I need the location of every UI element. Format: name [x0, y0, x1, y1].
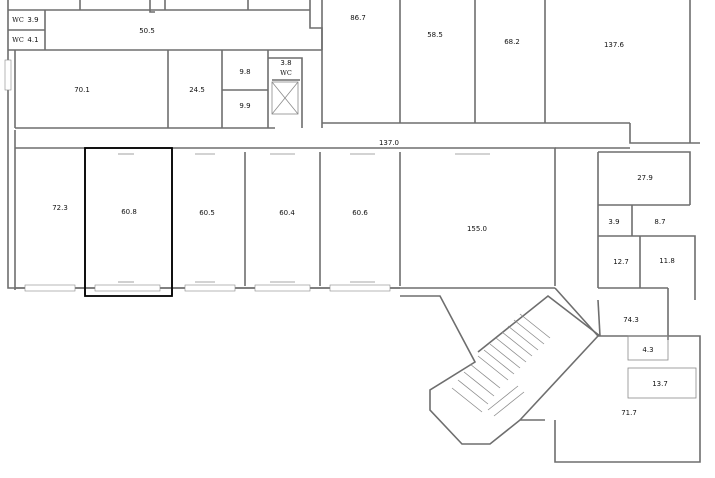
room-area: 24.5	[189, 86, 205, 94]
room-area: 137.0	[379, 139, 399, 147]
room-area: 72.3	[52, 204, 68, 212]
room-area: 12.7	[613, 258, 629, 266]
room-area: 70.1	[74, 86, 90, 94]
room-area: 4.3	[642, 346, 653, 354]
room-area: 3.8	[280, 59, 291, 67]
wc-labels: WC WC WC	[12, 16, 292, 77]
wc-label: WC	[12, 36, 24, 44]
wc-label: WC	[12, 16, 24, 24]
room-area: 60.4	[279, 209, 295, 217]
room-area: 9.9	[239, 102, 250, 110]
dimension-marks	[118, 153, 490, 283]
walls	[7, 0, 701, 463]
room-area: 74.3	[623, 316, 639, 324]
room-labels: 3.9 4.1 50.5 86.7 58.5 68.2 137.6 70.1 2…	[27, 14, 674, 417]
room-area: 71.7	[621, 409, 637, 417]
room-area: 27.9	[637, 174, 653, 182]
room-area: 86.7	[350, 14, 366, 22]
room-area: 68.2	[504, 38, 520, 46]
windows	[4, 59, 391, 292]
selected-room-frame	[84, 147, 173, 297]
room-area: 3.9	[608, 218, 619, 226]
room-area: 137.6	[604, 41, 625, 49]
room-area: 9.8	[239, 68, 250, 76]
room-area: 60.8	[121, 208, 137, 216]
room-area: 60.5	[199, 209, 215, 217]
room-area: 4.1	[27, 36, 38, 44]
room-area: 8.7	[654, 218, 665, 226]
room-area: 60.6	[352, 209, 368, 217]
room-area: 11.8	[659, 257, 675, 265]
room-area: 58.5	[427, 31, 443, 39]
room-area: 155.0	[467, 225, 487, 233]
room-area: 3.9	[27, 16, 38, 24]
wc-label: WC	[280, 69, 292, 77]
room-area: 13.7	[652, 380, 668, 388]
room-area: 50.5	[139, 27, 155, 35]
